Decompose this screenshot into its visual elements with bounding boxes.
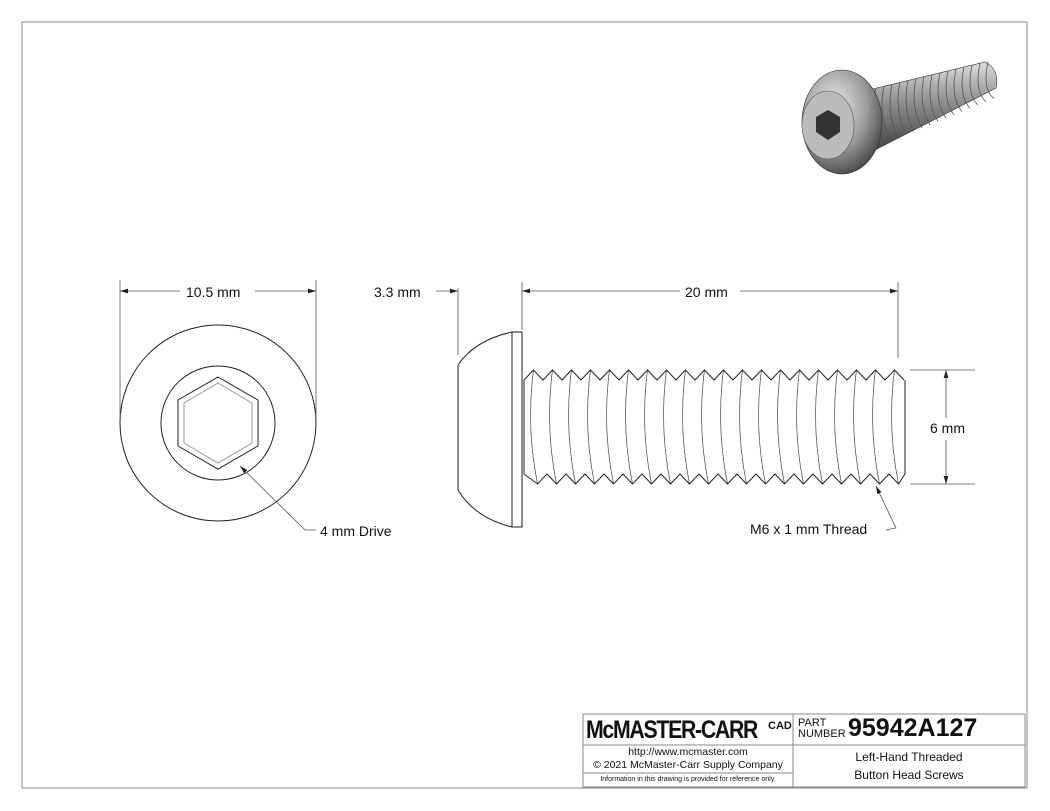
side-view [457,331,906,528]
iso-thread-line [985,61,995,99]
thread-crest [663,369,671,485]
head-outer-circle [119,324,317,522]
thread-crest [701,369,709,485]
isometric-render [801,61,998,175]
iso-thread-line [905,80,915,132]
iso-thread-line [921,76,931,126]
head-inner-circle [160,365,276,481]
iso-thread-line [881,86,891,142]
thread-crest [587,369,595,485]
thread-crest [568,369,576,485]
thread-crest [606,369,614,485]
thread-crest [872,369,880,485]
iso-thread-line [945,70,955,116]
thread-crest [682,369,690,485]
iso-thread-line [937,72,947,119]
iso-thread-line [969,65,979,106]
copyright: © 2021 McMaster-Carr Supply Company [593,759,783,771]
part-label-line-1: PART [798,717,827,729]
drive-leader [239,465,316,531]
thread-top-profile [523,369,905,381]
title-block [582,713,1026,788]
thread-diameter-label: 6 mm [930,420,965,436]
part-label-line-2: NUMBER [798,728,846,740]
disclaimer: Information in this drawing is provided … [600,776,776,783]
thread-body [523,369,906,485]
description-line-2: Button Head Screws [854,768,964,782]
thread-crest [758,369,766,485]
thread-crest [891,369,899,485]
website-url: http://www.mcmaster.com [628,746,748,758]
cad-mark: CAD [768,720,792,732]
length-label: 20 mm [685,284,728,300]
part-number: 95942A127 [848,714,978,742]
thread-crest [625,369,633,485]
brand-logo: McMASTER-CARR [586,716,758,744]
head-flange [511,331,523,528]
head-height-label: 3.3 mm [374,284,421,300]
sheet-border [21,21,1028,789]
length-dim [436,282,975,531]
iso-thread-line [889,84,899,139]
iso-thread-line [961,67,971,109]
thread-crest [549,369,557,485]
thread-crest [834,369,842,485]
description-line-1: Left-Hand Threaded [855,750,963,764]
iso-thread-line [953,69,963,112]
iso-thread-line [897,82,907,135]
thread-crest [777,369,785,485]
iso-thread-line [977,63,987,103]
thread-crest [739,369,747,485]
thread-leader [875,485,897,531]
iso-thread-line [913,78,923,129]
iso-thread-line [929,74,939,122]
thread-crest [720,369,728,485]
head-diameter-label: 10.5 mm [186,284,241,300]
thread-crest [644,369,652,485]
thread-callout: M6 x 1 mm Thread [750,521,868,537]
thread-crest [530,369,538,485]
hex-socket [177,376,259,470]
head-diameter-dim [119,280,317,420]
drive-callout: 4 mm Drive [320,523,392,539]
thread-crest [853,369,861,485]
thread-crest [796,369,804,485]
thread-bottom-profile [523,473,906,485]
thread-crest [815,369,823,485]
front-view [119,324,317,522]
button-head-dome [457,331,513,528]
